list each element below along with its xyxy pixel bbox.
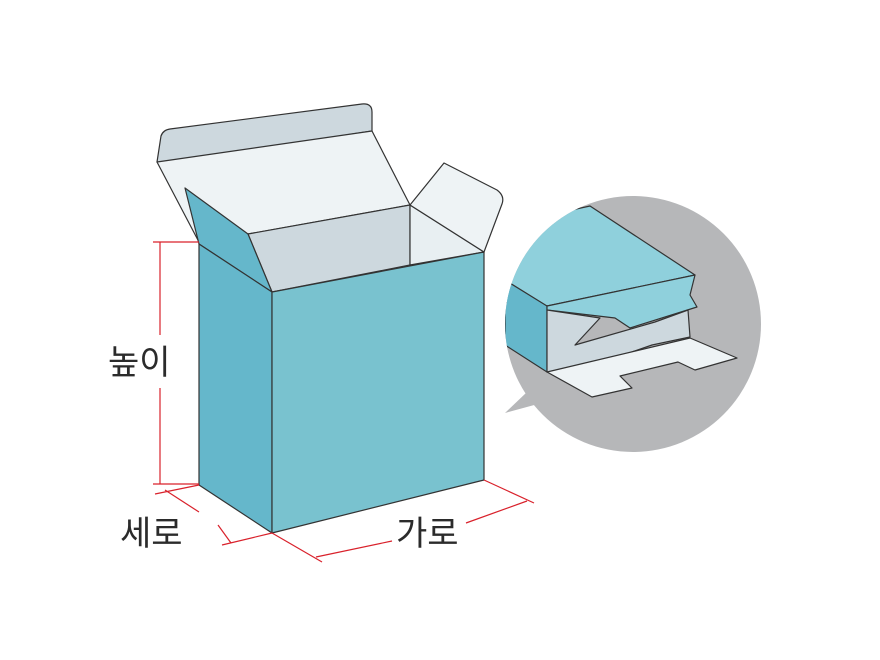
width-dimension — [271, 479, 535, 563]
right-dust-flap — [409, 162, 504, 253]
width-label: 가로 — [396, 514, 459, 554]
box-front-face — [271, 251, 485, 534]
depth-dimension — [154, 484, 273, 546]
open-box — [156, 103, 504, 534]
box-side-face — [198, 243, 273, 534]
height-label: 높이 — [108, 343, 171, 383]
detail-tuck-flap — [546, 337, 738, 398]
zoom-callout — [505, 196, 761, 452]
height-dimension — [153, 241, 199, 485]
back-top-flap — [156, 103, 373, 165]
depth-label: 세로 — [120, 514, 183, 554]
